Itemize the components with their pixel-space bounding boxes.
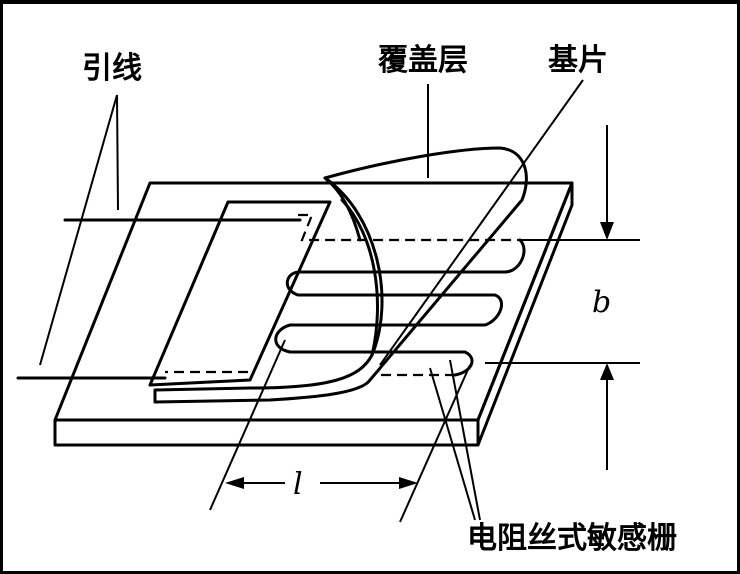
dimension-b-label: b — [592, 285, 611, 320]
lead-wires-label: 引线 — [82, 51, 142, 86]
substrate-plate — [53, 181, 574, 447]
dimension-l: l — [209, 339, 471, 523]
dimension-b: b — [485, 125, 640, 470]
sensitive-grid-label: 电阻丝式敏感栅 — [467, 521, 677, 556]
leader-lines — [39, 79, 584, 521]
substrate-label: 基片 — [548, 43, 608, 78]
sensitive-grid-wires — [165, 213, 526, 377]
grid-carrier — [148, 200, 332, 387]
dimension-l-label: l — [293, 467, 303, 502]
cover-layer — [153, 146, 528, 404]
lead-wires — [16, 218, 302, 380]
cover-layer-label: 覆盖层 — [378, 43, 468, 78]
